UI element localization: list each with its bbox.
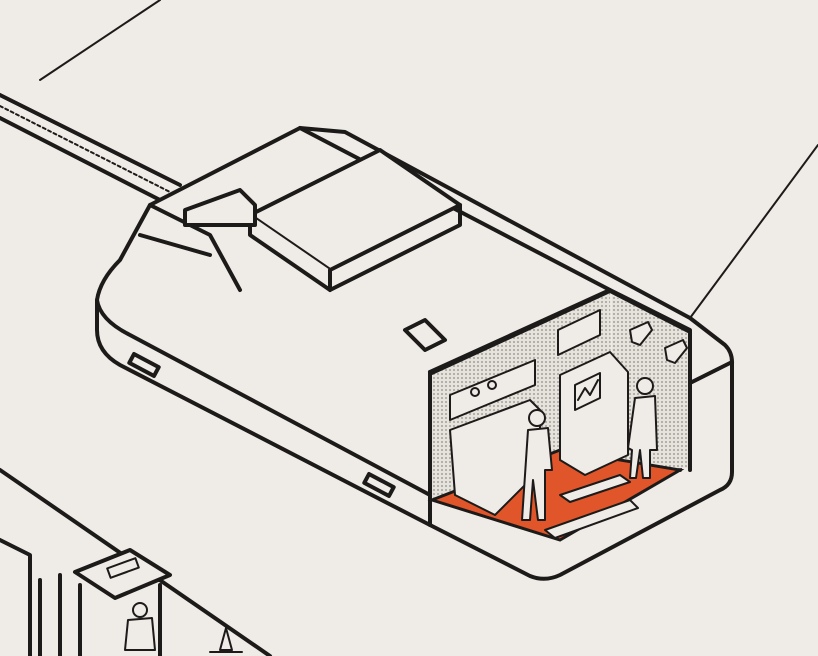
forklift-icon: [0, 538, 172, 656]
traffic-cone-icon: [209, 627, 243, 653]
person-icon: [627, 377, 658, 479]
person-icon: [521, 409, 553, 521]
cutaway-interior: [427, 291, 689, 542]
roof-hatch: [183, 148, 462, 352]
control-panel-icon: [449, 309, 629, 516]
lamp-icon: [629, 321, 688, 364]
pipe: [0, 93, 182, 202]
